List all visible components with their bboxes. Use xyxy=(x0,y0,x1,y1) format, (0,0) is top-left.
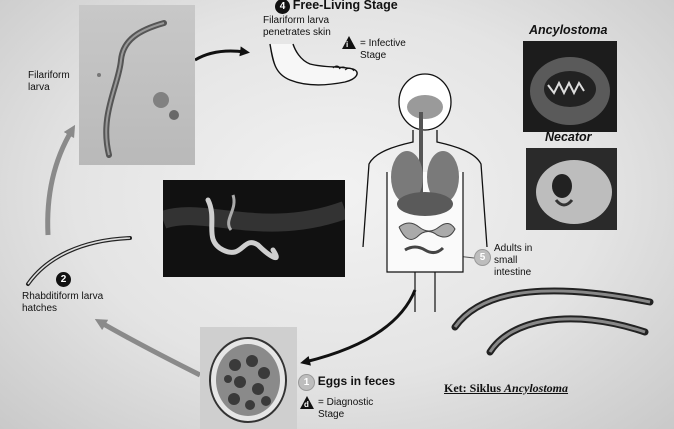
skin-penetration-caption: Filariform larva penetrates skin xyxy=(263,15,331,38)
arrow-eggs-to-rhabditiform xyxy=(94,319,202,378)
necator-title: Necator xyxy=(545,130,592,144)
necator-photo xyxy=(526,148,617,230)
caption-genus: Ancylostoma xyxy=(504,381,569,395)
rhabditiform-badge-wrap: 2 xyxy=(56,272,71,287)
rhabditiform-label: Rhabditiform larva hatches xyxy=(22,291,104,314)
stage-2-badge: 2 xyxy=(56,272,71,287)
larvae-photo xyxy=(163,180,345,277)
rhabditiform-larva-illustration xyxy=(26,236,132,286)
diagnostic-stage-icon: d xyxy=(300,396,314,409)
egg-photo xyxy=(200,327,297,429)
ancylostoma-photo xyxy=(523,41,617,132)
diagnostic-legend-text: = Diagnostic Stage xyxy=(318,397,374,420)
adults-badge-wrap: 5 xyxy=(474,249,491,266)
eggs-header: 1 Eggs in feces xyxy=(298,374,395,391)
filariform-label: Filariform larva xyxy=(28,70,70,93)
arrow-adults-to-eggs xyxy=(300,289,417,366)
arrow-to-skin xyxy=(194,46,250,62)
figure-caption: Ket: Siklus Ancylostoma xyxy=(444,382,568,394)
filariform-larva-photo xyxy=(79,5,195,165)
diagnostic-legend: d xyxy=(300,396,314,409)
adults-label: Adults in small intestine xyxy=(494,243,533,278)
free-living-header: 4 Free-Living Stage xyxy=(275,0,398,14)
ancylostoma-title: Ancylostoma xyxy=(529,23,608,37)
infective-stage-icon: i xyxy=(342,36,356,49)
eggs-title: Eggs in feces xyxy=(317,374,396,389)
foot-illustration xyxy=(269,43,358,86)
infective-legend: i xyxy=(342,36,356,49)
human-body-illustration xyxy=(362,73,488,312)
infective-legend-text: = Infective Stage xyxy=(360,38,406,61)
stage-1-badge: 1 xyxy=(298,374,315,391)
caption-prefix: Ket: Siklus xyxy=(444,381,505,395)
stage-5-badge: 5 xyxy=(474,249,491,266)
free-living-title: Free-Living Stage xyxy=(292,0,398,13)
stage-4-badge: 4 xyxy=(275,0,290,14)
adult-worms-illustration xyxy=(451,287,654,356)
arrow-rhabditiform-to-filariform xyxy=(45,124,76,236)
